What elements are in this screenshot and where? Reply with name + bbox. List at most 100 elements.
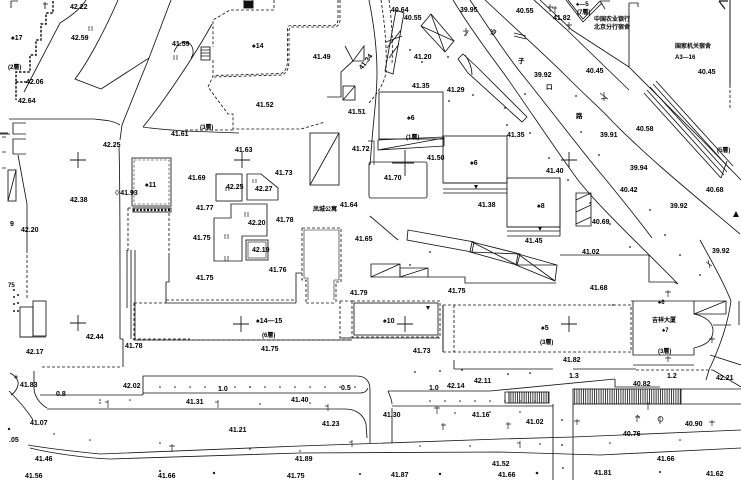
svg-text:41.75: 41.75: [196, 275, 214, 282]
svg-text:41.70: 41.70: [384, 175, 402, 182]
svg-text:(2層): (2層): [8, 63, 21, 71]
svg-text:41.30: 41.30: [383, 412, 401, 419]
svg-text:41.75: 41.75: [448, 288, 466, 295]
svg-text:41.07: 41.07: [30, 420, 48, 427]
svg-text:42.59: 42.59: [71, 35, 89, 42]
svg-text:41.35: 41.35: [507, 132, 525, 139]
svg-text:41.76: 41.76: [269, 267, 287, 274]
svg-text:41.82: 41.82: [563, 357, 581, 364]
svg-text:42.44: 42.44: [86, 334, 104, 341]
svg-text:39.92: 39.92: [712, 248, 730, 255]
svg-text:♠17: ♠17: [11, 35, 23, 42]
svg-text:41.63: 41.63: [235, 147, 253, 154]
svg-text:41.20: 41.20: [414, 54, 432, 61]
svg-text:♠6: ♠6: [470, 160, 478, 167]
svg-text:41.75: 41.75: [193, 235, 211, 242]
svg-text:41.66: 41.66: [498, 472, 516, 479]
svg-text:凤城公寓: 凤城公寓: [313, 205, 337, 213]
svg-text:国家机关宿舍: 国家机关宿舍: [675, 42, 712, 50]
svg-text:41.66: 41.66: [657, 456, 675, 463]
svg-text:41.40: 41.40: [546, 168, 564, 175]
svg-text:1.2: 1.2: [667, 373, 677, 380]
svg-text:42.14: 42.14: [447, 383, 465, 390]
svg-text:41.59: 41.59: [172, 41, 190, 48]
svg-text:41.79: 41.79: [350, 290, 368, 297]
svg-text:40.45: 40.45: [698, 69, 716, 76]
svg-text:♠5: ♠5: [541, 325, 549, 332]
svg-text:41.64: 41.64: [340, 202, 358, 209]
svg-text:♠10: ♠10: [383, 318, 395, 325]
svg-text:40.64: 40.64: [391, 7, 409, 14]
svg-text:42.21: 42.21: [716, 375, 734, 382]
svg-text:41.87: 41.87: [391, 472, 409, 479]
svg-text:41.40: 41.40: [291, 397, 309, 404]
svg-text:41.75: 41.75: [261, 346, 279, 353]
svg-text:41.82: 41.82: [553, 15, 571, 22]
svg-text:42.27: 42.27: [255, 186, 273, 193]
svg-text:41.29: 41.29: [447, 87, 465, 94]
svg-text:口: 口: [546, 83, 553, 91]
svg-text:42.38: 42.38: [70, 197, 88, 204]
svg-text:41.75: 41.75: [287, 473, 305, 480]
svg-text:40.55: 40.55: [404, 15, 422, 22]
svg-text:(6層): (6層): [262, 331, 275, 339]
svg-text:41.77: 41.77: [196, 205, 214, 212]
svg-text:40.76: 40.76: [623, 431, 641, 438]
svg-text:中国农业银行: 中国农业银行: [594, 15, 630, 23]
svg-text:♠—5: ♠—5: [576, 2, 589, 8]
svg-text:♠14: ♠14: [252, 43, 264, 50]
svg-text:♠7: ♠7: [662, 328, 669, 334]
svg-text:路: 路: [576, 111, 583, 120]
svg-text:41.61: 41.61: [171, 131, 189, 138]
svg-text:39.92: 39.92: [534, 72, 552, 79]
svg-text:41.52: 41.52: [492, 461, 510, 468]
svg-text:A3—16: A3—16: [675, 55, 696, 61]
svg-text:39.95: 39.95: [460, 7, 478, 14]
svg-text:41.62: 41.62: [706, 471, 724, 478]
svg-text:40.58: 40.58: [636, 126, 654, 133]
svg-text:40.69: 40.69: [592, 219, 610, 226]
svg-text:♠6: ♠6: [658, 300, 665, 306]
svg-text:41.78: 41.78: [125, 343, 143, 350]
svg-text:39.92: 39.92: [670, 203, 688, 210]
svg-text:41.45: 41.45: [525, 238, 543, 245]
svg-text:41.72: 41.72: [352, 146, 370, 153]
svg-text:吉祥大厦: 吉祥大厦: [652, 316, 677, 324]
svg-text:北京分行宿舍: 北京分行宿舍: [594, 23, 631, 31]
svg-text:41.23: 41.23: [322, 421, 340, 428]
svg-text:♠11: ♠11: [145, 182, 156, 189]
svg-text:42.02: 42.02: [123, 383, 141, 390]
svg-text:41.66: 41.66: [158, 473, 176, 480]
svg-text:42.20: 42.20: [248, 220, 266, 227]
svg-text:0.8: 0.8: [56, 391, 66, 398]
svg-text:♠8: ♠8: [537, 203, 545, 210]
svg-text:41.31: 41.31: [186, 399, 204, 406]
svg-text:(1層): (1層): [406, 133, 419, 141]
svg-text:41.49: 41.49: [313, 54, 331, 61]
svg-text:41.46: 41.46: [35, 456, 53, 463]
svg-text:40.90: 40.90: [685, 421, 703, 428]
svg-text:40.42: 40.42: [620, 187, 638, 194]
svg-text:41.02: 41.02: [582, 249, 600, 256]
svg-text:41.65: 41.65: [355, 236, 373, 243]
svg-text:42.06: 42.06: [26, 79, 44, 86]
svg-text:41.56: 41.56: [25, 473, 43, 480]
svg-text:1.0: 1.0: [429, 385, 439, 392]
svg-text:41.83: 41.83: [20, 382, 38, 389]
svg-text:41.73: 41.73: [413, 348, 431, 355]
svg-text:41.89: 41.89: [295, 456, 313, 463]
svg-text:(7層): (7層): [577, 8, 590, 16]
svg-text:41.16: 41.16: [472, 412, 490, 419]
svg-text:9: 9: [10, 221, 14, 228]
svg-text:40.45: 40.45: [586, 68, 604, 75]
svg-text:41.68: 41.68: [590, 285, 608, 292]
svg-text:40.68: 40.68: [706, 187, 724, 194]
svg-text:41.52: 41.52: [256, 102, 274, 109]
svg-text:42.25: 42.25: [103, 142, 121, 149]
svg-text:♠6: ♠6: [407, 115, 415, 122]
svg-text:(3層): (3層): [200, 123, 213, 131]
svg-text:41.34: 41.34: [358, 53, 374, 71]
svg-text:1.0: 1.0: [218, 386, 228, 393]
svg-text:42.22: 42.22: [70, 4, 88, 11]
svg-text:42.11: 42.11: [474, 378, 491, 385]
